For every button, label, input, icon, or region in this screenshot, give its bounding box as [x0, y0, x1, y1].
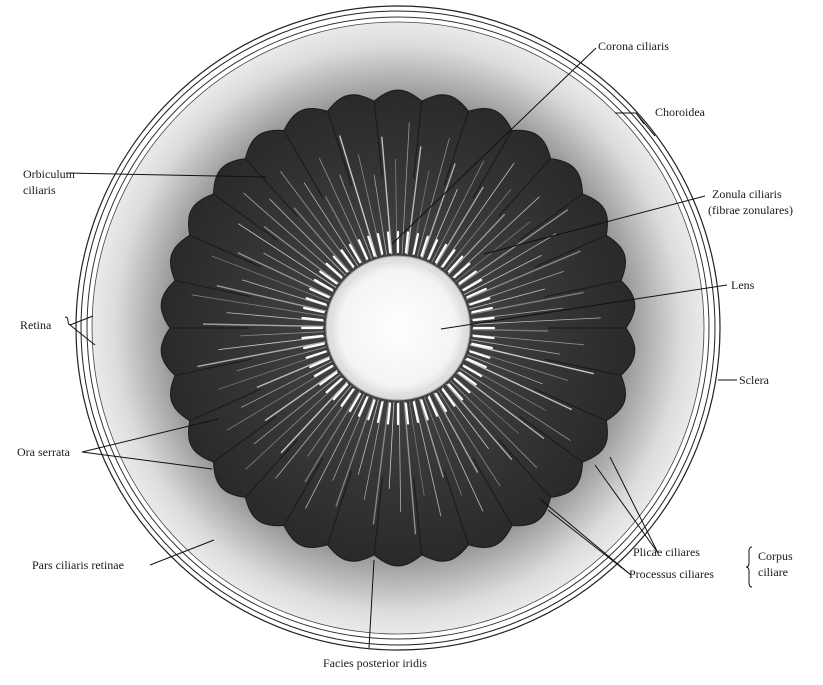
label-plicae-ciliares: Plicae ciliares [633, 545, 700, 559]
label-facies-posterior-iridis: Facies posterior iridis [323, 656, 427, 670]
label-zonula-1: Zonula ciliaris [712, 187, 782, 201]
label-pars-ciliaris-retinae: Pars ciliaris retinae [32, 558, 124, 572]
label-ora-serrata: Ora serrata [17, 445, 71, 459]
label-corpus-2: ciliare [758, 565, 788, 579]
corpus-bracket-left [746, 547, 752, 587]
label-lens: Lens [731, 278, 755, 292]
label-processus-ciliares: Processus ciliares [629, 567, 714, 581]
label-sclera: Sclera [739, 373, 770, 387]
label-zonula-2: (fibrae zonulares) [708, 203, 793, 217]
label-corona-ciliaris: Corona ciliaris [598, 39, 669, 53]
label-orbiculum-2: ciliaris [23, 183, 56, 197]
label-retina: Retina [20, 318, 52, 332]
label-corpus-1: Corpus [758, 549, 793, 563]
label-choroidea: Choroidea [655, 105, 706, 119]
label-orbiculum-1: Orbiculum [23, 167, 76, 181]
retina-bracket [65, 317, 71, 325]
